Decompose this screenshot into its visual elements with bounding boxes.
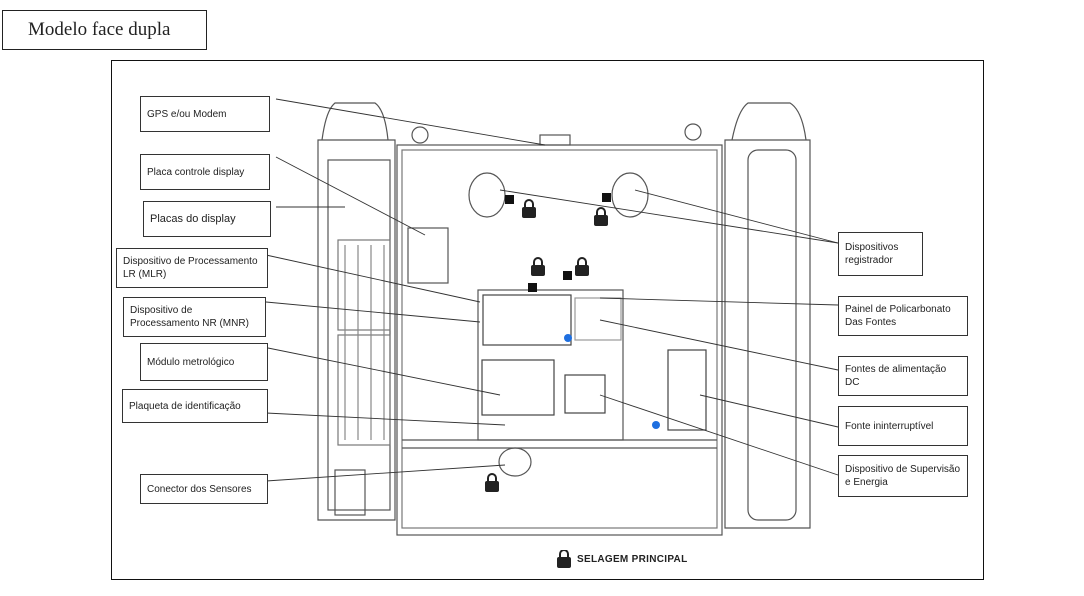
- label-identification-plate: Plaqueta de identificação: [122, 389, 268, 423]
- label-display-control-board: Placa controle display: [140, 154, 270, 190]
- label-display-boards: Placas do display: [143, 201, 271, 237]
- label-mnr: Dispositivo de Processamento NR (MNR): [123, 297, 266, 337]
- label-ups: Fonte ininterruptível: [838, 406, 968, 446]
- label-polycarbonate-panel: Painel de Policarbonato Das Fontes: [838, 296, 968, 336]
- label-gps-modem: GPS e/ou Modem: [140, 96, 270, 132]
- label-sensor-connector: Conector dos Sensores: [140, 474, 268, 504]
- label-supervision-device: Dispositivo de Supervisão e Energia: [838, 455, 968, 497]
- page-title: Modelo face dupla: [2, 10, 207, 50]
- seal-legend: SELAGEM PRINCIPAL: [557, 550, 687, 568]
- label-metrological-module: Módulo metrológico: [140, 343, 268, 381]
- padlock-icon: [557, 550, 571, 568]
- label-dc-power-supplies: Fontes de alimentação DC: [838, 356, 968, 396]
- label-recording-devices: Dispositivos registrador: [838, 232, 923, 276]
- seal-legend-label: SELAGEM PRINCIPAL: [577, 553, 688, 565]
- label-mlr: Dispositivo de Processamento LR (MLR): [116, 248, 268, 288]
- diagram-frame: [111, 60, 984, 580]
